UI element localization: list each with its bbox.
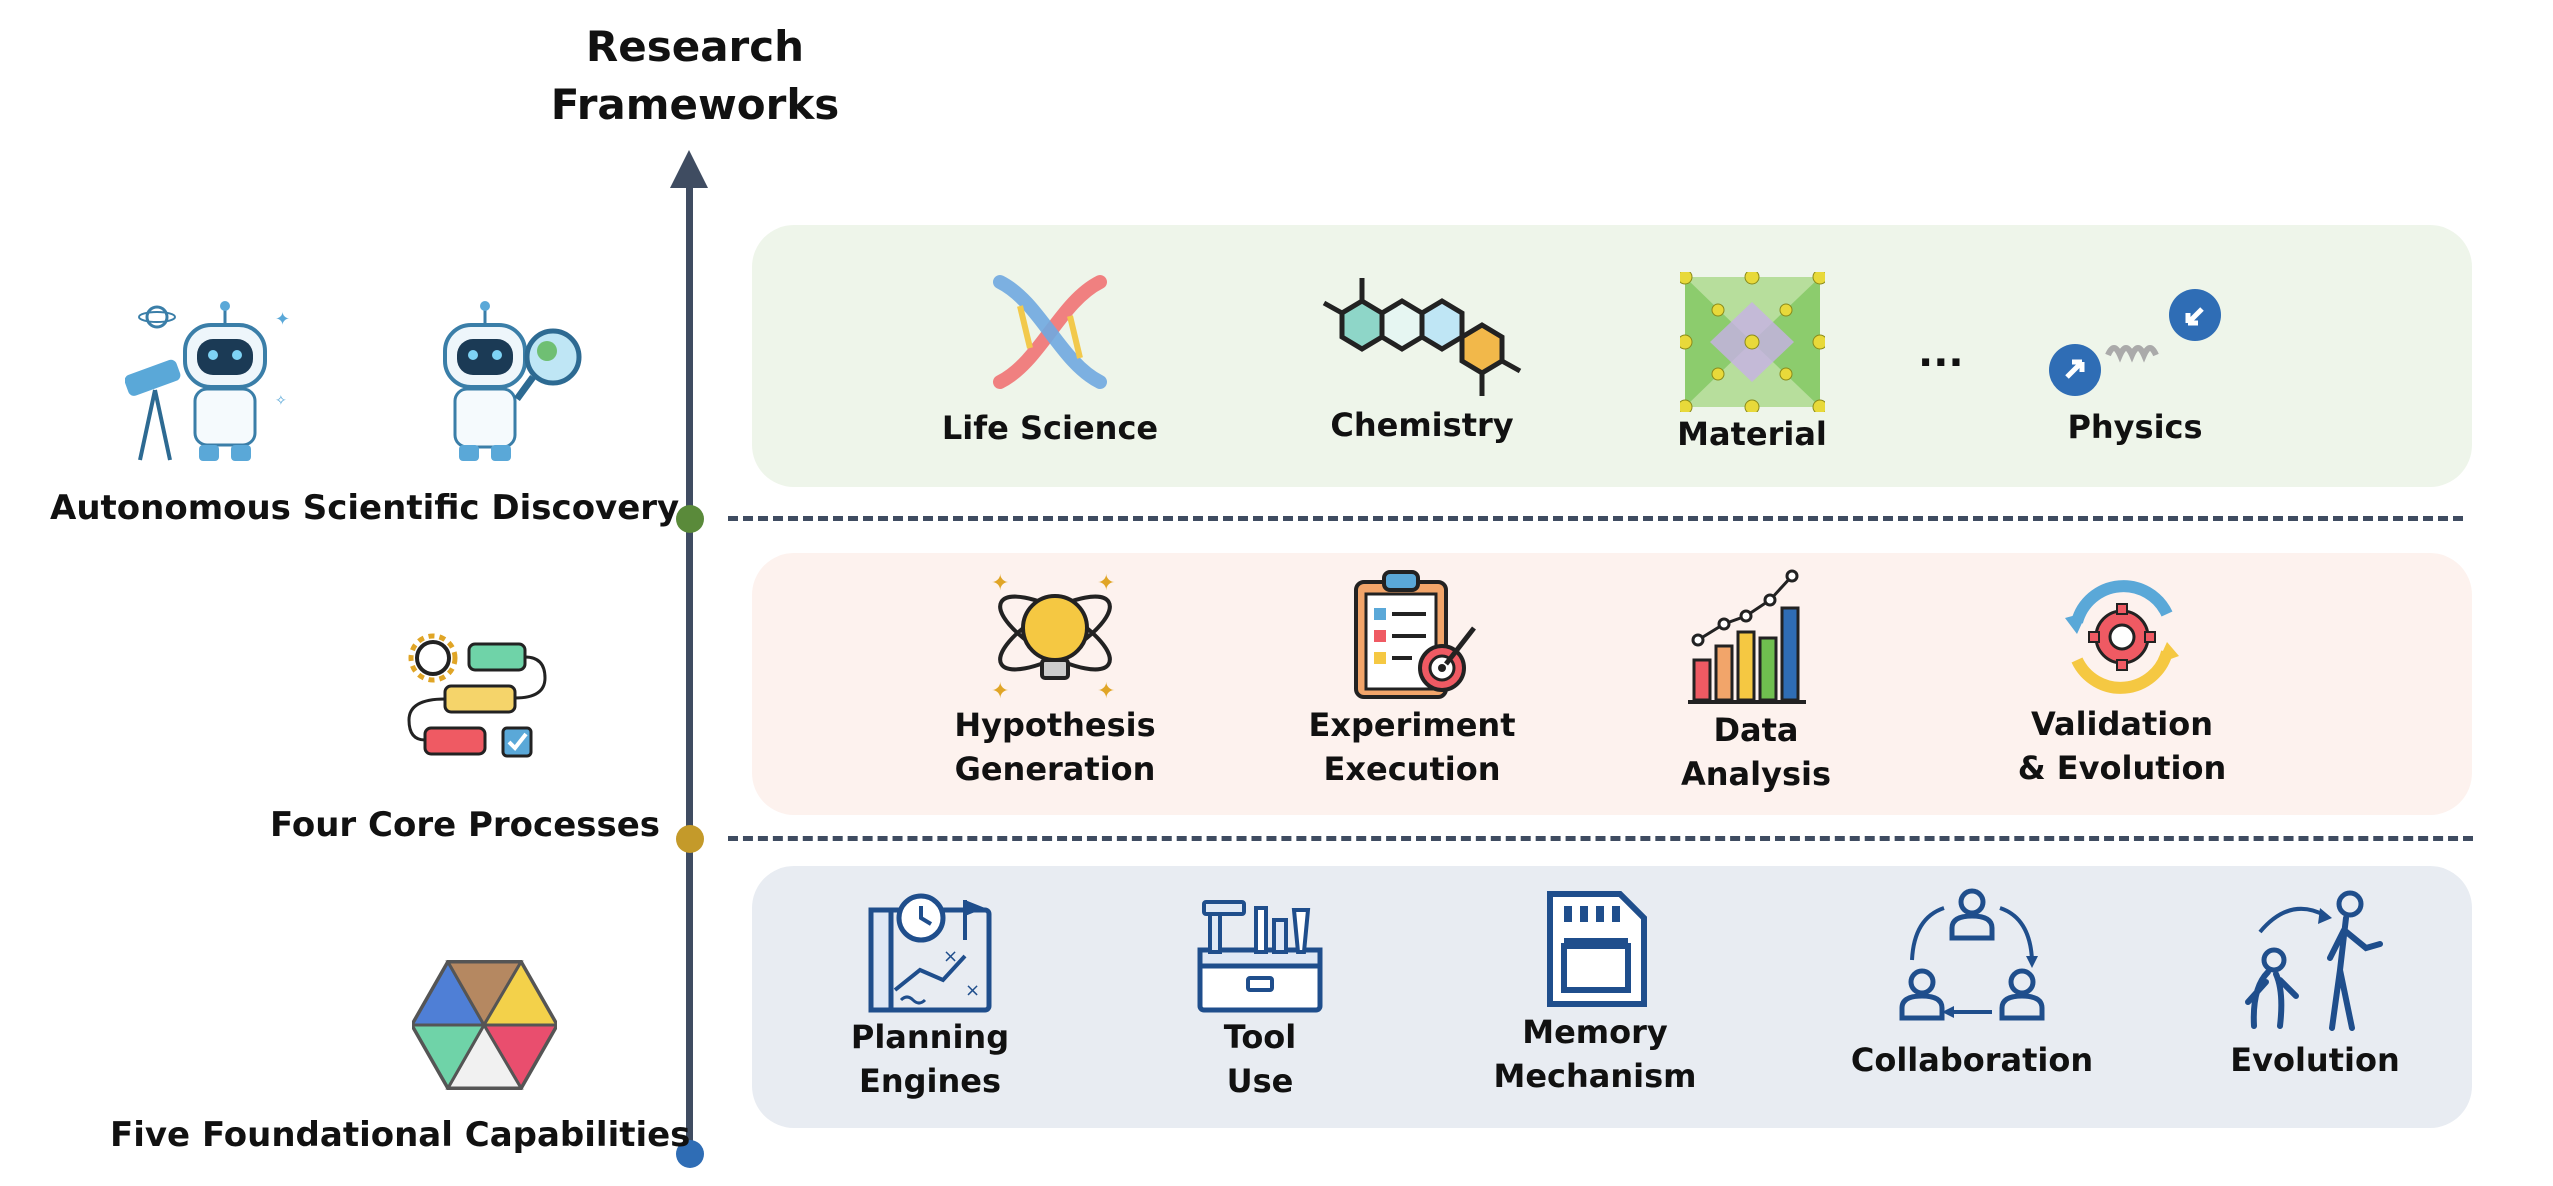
svg-text:✧: ✧ xyxy=(275,393,287,409)
svg-text:✦: ✦ xyxy=(275,309,290,330)
svg-text:✦: ✦ xyxy=(1097,571,1115,596)
collaboration-cycle-icon xyxy=(1822,888,2122,1038)
domain-material: Material xyxy=(1602,272,1902,456)
process-label: Data Analysis xyxy=(1680,711,1832,793)
vertical-axis xyxy=(686,175,693,1155)
capability-label: Evolution xyxy=(2230,1041,2400,1079)
lightbulb-atom-icon: ✦ ✦ ✦ ✦ xyxy=(905,568,1205,703)
toolbox-icon xyxy=(1110,890,1410,1015)
domain-ellipsis: ... xyxy=(1918,330,1964,376)
capability-planning-engines: × × Planning Engines xyxy=(780,890,1080,1103)
axis-title: Research Frameworks xyxy=(550,22,840,129)
molecule-icon xyxy=(1272,268,1572,403)
process-validation-evolution: Validation & Evolution xyxy=(1972,572,2272,790)
divider-top xyxy=(728,516,2463,521)
svg-text:×: × xyxy=(965,980,980,1001)
svg-text:×: × xyxy=(943,946,958,967)
capability-label: Memory Mechanism xyxy=(1493,1013,1697,1095)
level-dot-top xyxy=(676,505,704,533)
process-experiment-execution: Experiment Execution xyxy=(1262,568,1562,791)
capability-label: Tool Use xyxy=(1223,1018,1297,1100)
workflow-icon xyxy=(405,628,550,772)
capability-evolution: Evolution xyxy=(2165,888,2465,1082)
domain-physics: Physics xyxy=(1985,285,2285,449)
process-label: Hypothesis Generation xyxy=(954,706,1156,788)
svg-text:✦: ✦ xyxy=(991,679,1009,703)
level-dot-mid xyxy=(676,825,704,853)
capability-hexagon-icon xyxy=(409,958,560,1094)
gear-cycle-icon xyxy=(1972,572,2272,702)
process-hypothesis-generation: ✦ ✦ ✦ ✦ Hypothesis Generation xyxy=(905,568,1205,791)
capability-tool-use: Tool Use xyxy=(1110,890,1410,1103)
level-dot-bottom xyxy=(676,1140,704,1168)
clipboard-target-icon xyxy=(1262,568,1562,703)
capability-label: Planning Engines xyxy=(850,1018,1010,1100)
band-processes xyxy=(752,553,2472,815)
dna-helix-icon xyxy=(900,262,1200,402)
human-evolution-icon xyxy=(2165,888,2465,1038)
capability-collaboration: Collaboration xyxy=(1822,888,2122,1082)
process-label: Validation & Evolution xyxy=(2017,705,2227,787)
robot-telescope-icon: ✦ ✧ xyxy=(124,295,295,469)
level-label-mid: Four Core Processes xyxy=(270,805,661,845)
crystal-lattice-icon xyxy=(1602,272,1902,412)
capability-memory-mechanism: Memory Mechanism xyxy=(1445,890,1745,1098)
divider-mid xyxy=(728,836,2473,841)
svg-text:✦: ✦ xyxy=(991,571,1009,596)
domain-label: Physics xyxy=(2067,408,2203,446)
memory-card-icon xyxy=(1445,890,1745,1010)
svg-text:✦: ✦ xyxy=(1097,679,1115,703)
level-label-top: Autonomous Scientific Discovery xyxy=(50,488,680,528)
domain-chemistry: Chemistry xyxy=(1272,268,1572,447)
domain-label: Material xyxy=(1677,415,1827,453)
process-data-analysis: Data Analysis xyxy=(1606,568,1906,796)
capability-label: Collaboration xyxy=(1850,1041,2094,1079)
bar-chart-icon xyxy=(1606,568,1906,708)
robot-magnifier-icon xyxy=(435,295,595,469)
level-label-bottom: Five Foundational Capabilities xyxy=(110,1115,691,1155)
planning-board-icon: × × xyxy=(780,890,1080,1015)
domain-label: Chemistry xyxy=(1330,406,1514,444)
domain-life-science: Life Science xyxy=(900,262,1200,450)
particles-spring-icon xyxy=(1985,285,2285,405)
process-label: Experiment Execution xyxy=(1308,706,1516,788)
domain-label: Life Science xyxy=(941,409,1159,447)
